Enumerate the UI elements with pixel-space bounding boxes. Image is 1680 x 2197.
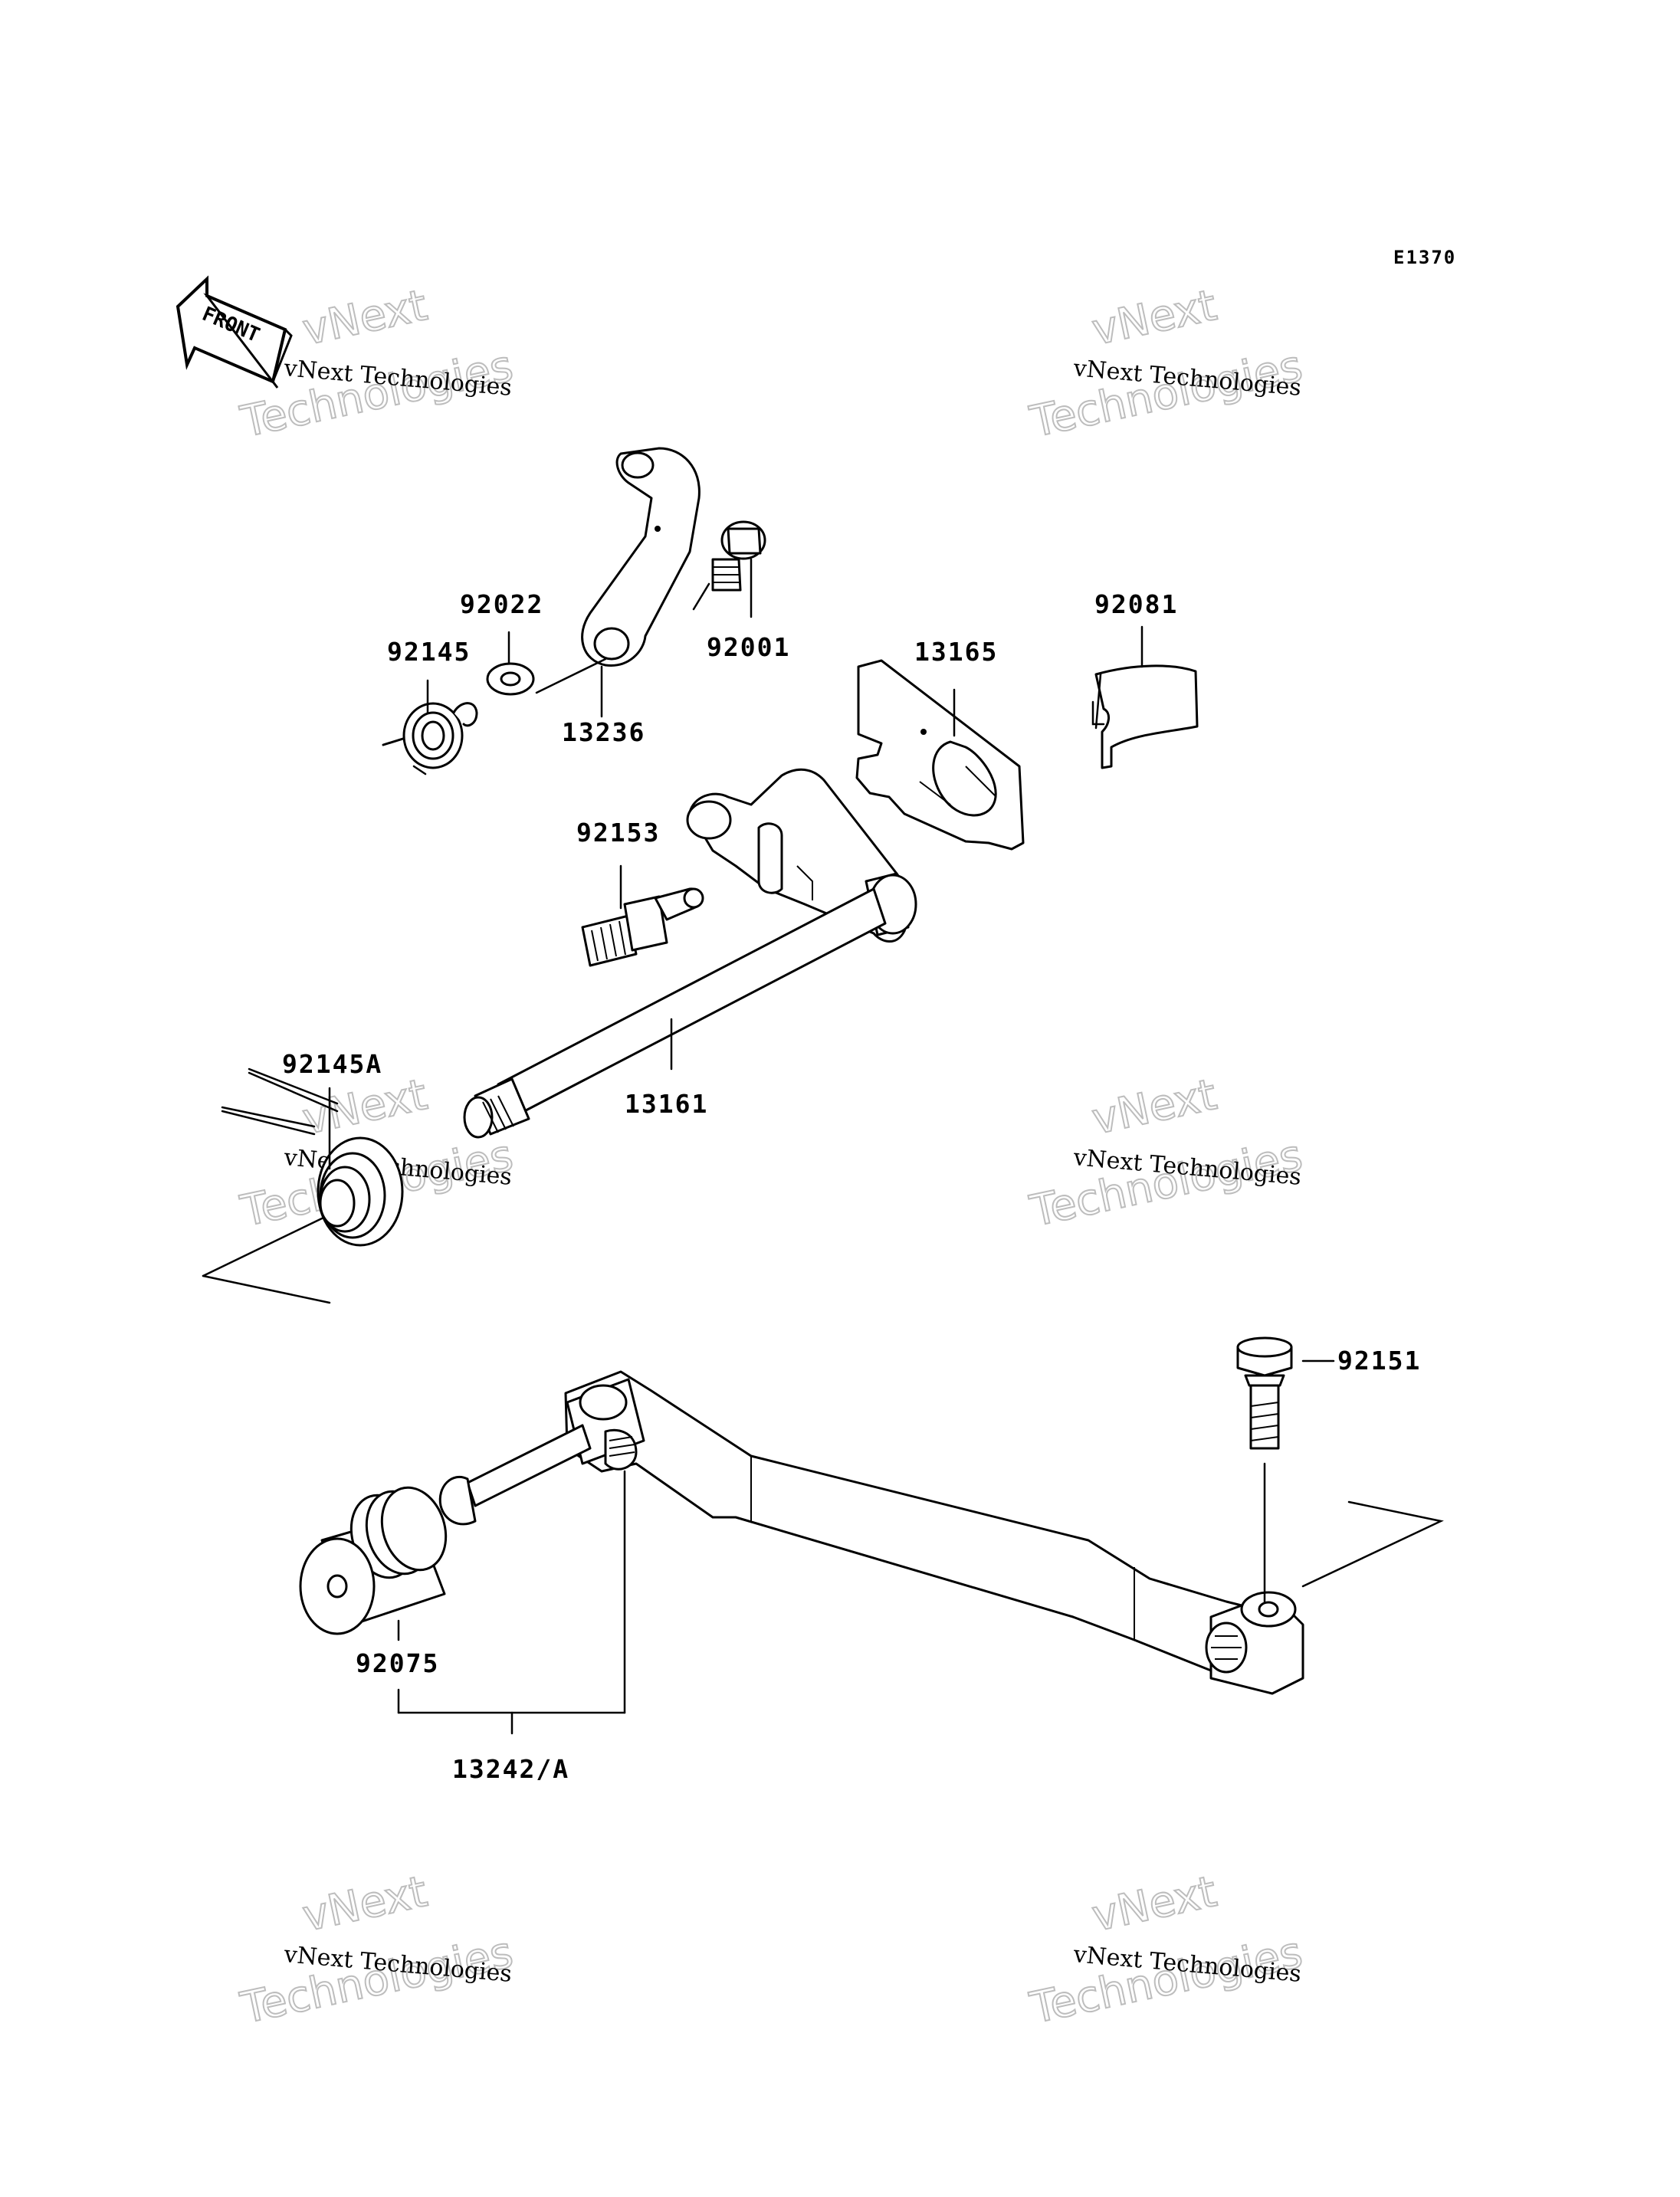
return-spring-92145A — [202, 1067, 404, 1304]
washer-92022 — [486, 662, 535, 696]
plate-13165 — [855, 659, 1025, 851]
svg-text:vNext: vNext — [298, 1867, 431, 1942]
callout-13242A: 13242/A — [452, 1754, 569, 1784]
callout-92022: 92022 — [460, 589, 543, 619]
bolt-92001 — [692, 520, 766, 611]
front-arrow-icon: FRONT — [176, 275, 293, 389]
callout-92151: 92151 — [1337, 1346, 1421, 1376]
callout-13236: 13236 — [562, 717, 645, 747]
rubber-92075 — [299, 1486, 448, 1635]
shift-shaft-13161 — [463, 768, 917, 1139]
callout-92145A: 92145A — [282, 1049, 382, 1079]
watermark-top-right: vNext Technologies vNext Technologies — [1025, 280, 1307, 448]
callout-92145: 92145 — [387, 637, 471, 667]
callout-13165: 13165 — [914, 637, 998, 667]
spring-92145 — [382, 702, 478, 776]
svg-text:vNext: vNext — [1088, 280, 1221, 356]
svg-text:vNext: vNext — [298, 280, 431, 356]
shift-arm-13236 — [581, 447, 701, 667]
shift-pedal-13242A — [438, 1370, 1444, 1695]
svg-text:vNext: vNext — [1088, 1070, 1221, 1145]
svg-text:vNext: vNext — [1088, 1867, 1221, 1942]
callout-92081: 92081 — [1094, 589, 1178, 619]
watermark-bottom-left: vNext Technologies vNext Technologies — [235, 1866, 517, 2035]
diagram-code: E1370 — [1393, 247, 1456, 268]
pin-92153 — [581, 887, 704, 967]
watermark-mid-right: vNext Technologies vNext Technologies — [1025, 1069, 1307, 1238]
callout-92153: 92153 — [576, 818, 660, 848]
bolt-92151 — [1236, 1336, 1293, 1450]
callout-92075: 92075 — [356, 1648, 439, 1678]
svg-text:vNext: vNext — [298, 1070, 431, 1145]
callout-92001: 92001 — [707, 632, 790, 662]
leader-lines — [328, 558, 1335, 1735]
clip-92081 — [1091, 664, 1199, 769]
callout-13161: 13161 — [625, 1089, 708, 1119]
watermark-bottom-right: vNext Technologies vNext Technologies — [1025, 1866, 1307, 2035]
